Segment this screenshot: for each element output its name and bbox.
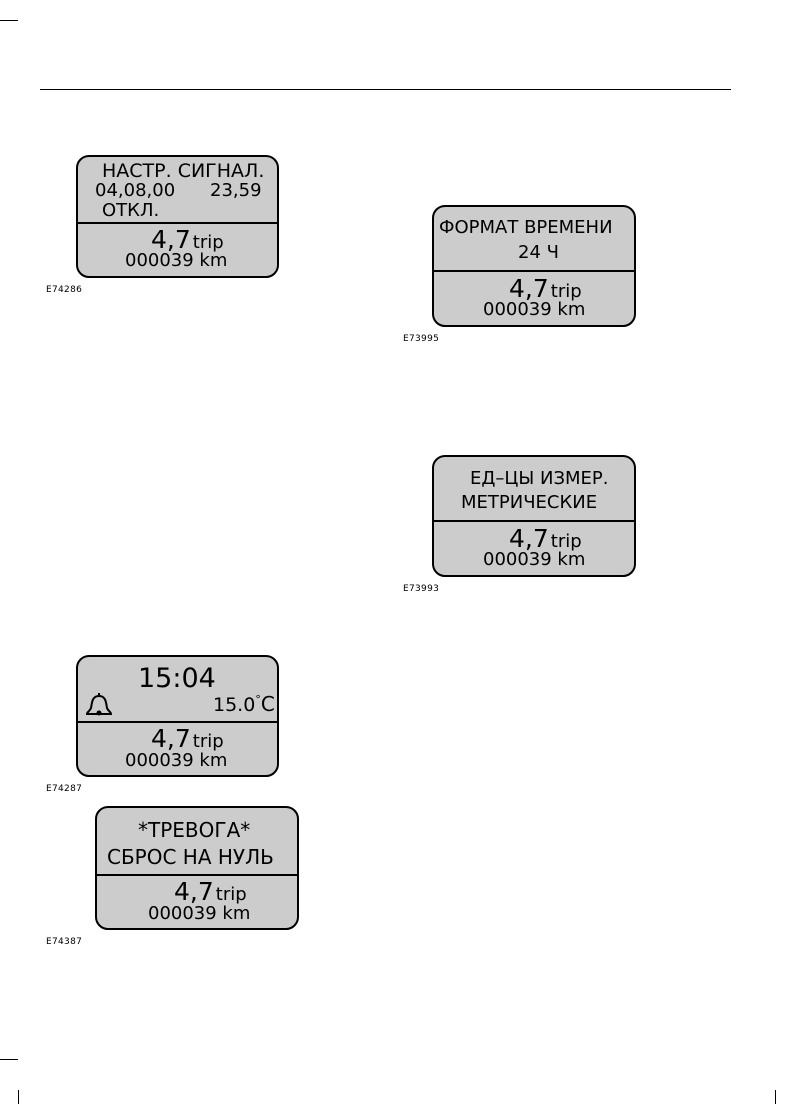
time-format-title: ФОРМАТ ВРЕМЕНИ bbox=[439, 217, 613, 238]
alarm-time: 23,59 bbox=[210, 180, 262, 201]
display-divider bbox=[78, 721, 277, 723]
time-format-value: 24 Ч bbox=[518, 242, 559, 263]
alarm-reset-title: *ТРЕВОГА* bbox=[138, 818, 251, 842]
units-title: ЕД–ЦЫ ИЗМЕР. bbox=[470, 468, 609, 489]
trip-value: 4,7 bbox=[509, 274, 549, 303]
odometer: 000039 km bbox=[125, 250, 228, 271]
trip-unit: trip bbox=[192, 731, 224, 752]
trip-unit: trip bbox=[192, 232, 224, 253]
bell-icon bbox=[84, 691, 114, 719]
trip-value: 4,7 bbox=[151, 724, 191, 753]
figure-code: E74387 bbox=[46, 937, 83, 947]
temperature-readout: 15.0°C bbox=[213, 694, 275, 715]
crop-mark bbox=[0, 20, 18, 21]
units-value: МЕТРИЧЕСКИЕ bbox=[461, 492, 598, 513]
figure-code: E74287 bbox=[46, 784, 83, 794]
temperature-value: 15.0 bbox=[213, 694, 256, 716]
display-divider bbox=[78, 222, 277, 224]
trip-value: 4,7 bbox=[151, 225, 191, 254]
temperature-unit: C bbox=[260, 692, 275, 716]
degree-symbol: ° bbox=[255, 693, 261, 706]
trip-value: 4,7 bbox=[509, 524, 549, 553]
display-divider bbox=[434, 520, 634, 522]
figure-code: E73995 bbox=[403, 334, 440, 344]
alarm-settings-title: НАСТР. СИГНАЛ. bbox=[102, 160, 265, 182]
trip-unit: trip bbox=[550, 531, 582, 552]
crop-mark bbox=[18, 1090, 19, 1104]
figure-code: E73993 bbox=[403, 584, 440, 594]
trip-unit: trip bbox=[550, 281, 582, 302]
odometer: 000039 km bbox=[125, 750, 228, 771]
header-rule bbox=[40, 89, 731, 90]
crop-mark bbox=[775, 1090, 776, 1104]
alarm-reset-action: СБРОС НА НУЛЬ bbox=[107, 845, 274, 869]
figure-code: E74286 bbox=[46, 285, 83, 295]
alarm-status: ОТКЛ. bbox=[102, 200, 160, 221]
clock-time: 15:04 bbox=[138, 663, 216, 694]
trip-unit: trip bbox=[215, 884, 247, 905]
display-divider bbox=[97, 874, 297, 876]
trip-value: 4,7 bbox=[174, 877, 214, 906]
alarm-date: 04,08,00 bbox=[95, 180, 176, 201]
odometer: 000039 km bbox=[483, 299, 586, 320]
odometer: 000039 km bbox=[148, 903, 251, 924]
display-divider bbox=[434, 270, 634, 272]
odometer: 000039 km bbox=[483, 549, 586, 570]
crop-mark bbox=[0, 1059, 18, 1060]
